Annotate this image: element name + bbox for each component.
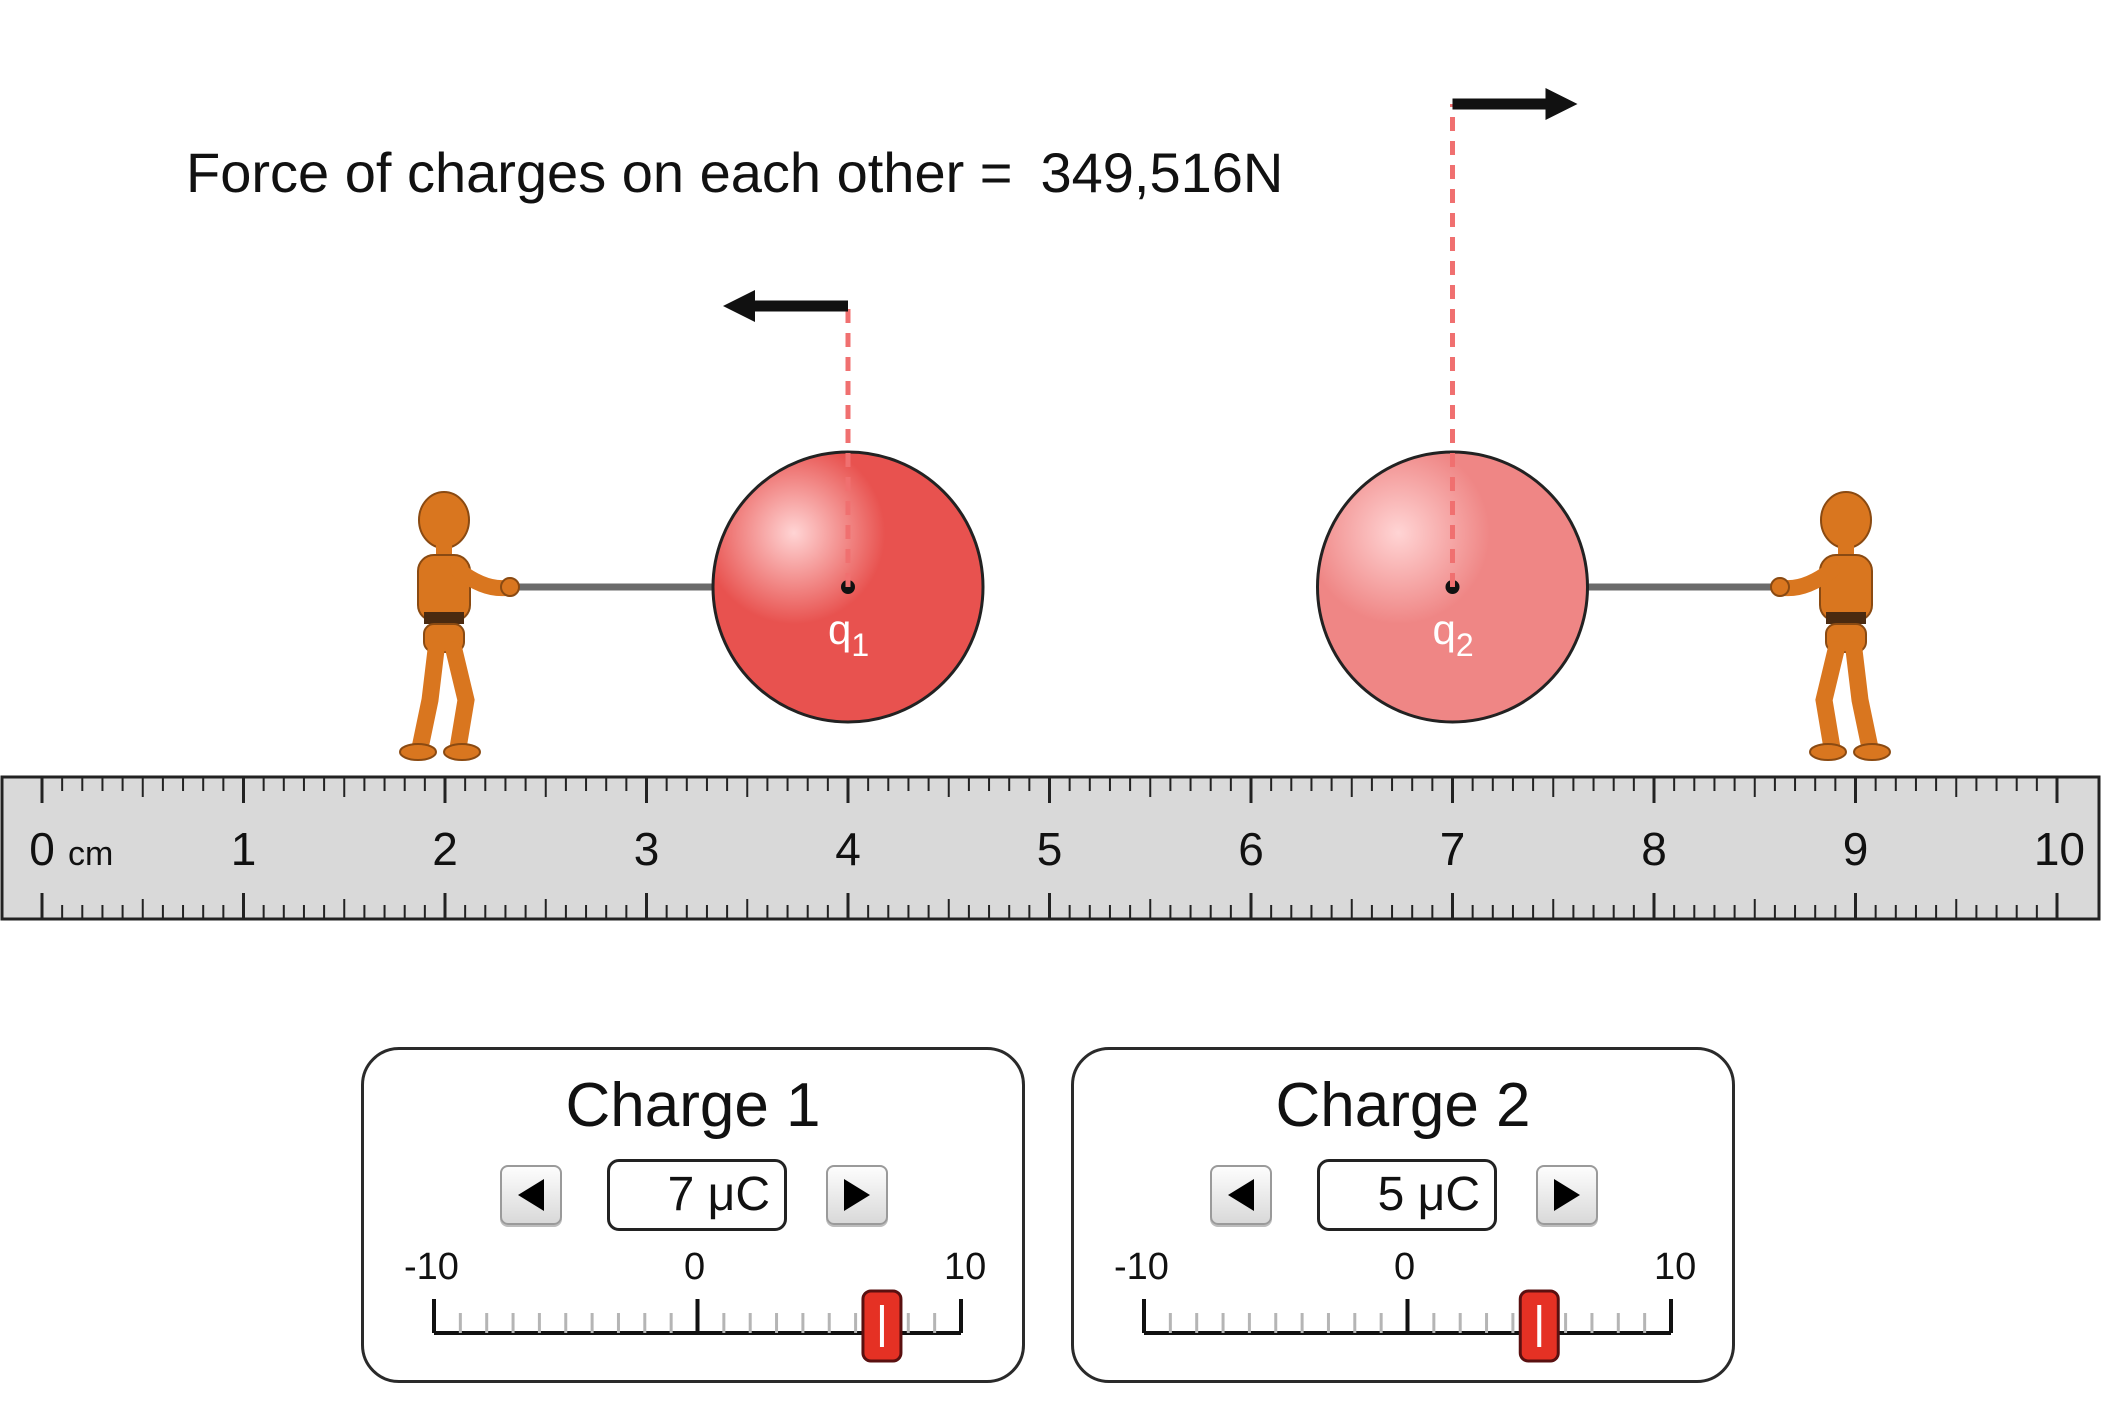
ruler-tick-label: 6 (1238, 823, 1264, 875)
charge-2-slider-mid-label: 0 (1394, 1246, 1416, 1288)
charge-1-panel: Charge 1 7 μC -10 0 10 (361, 1047, 1025, 1383)
charge-1-title: Charge 1 (565, 1071, 821, 1140)
ruler-tick-label: 5 (1037, 823, 1063, 875)
charge-1-value: 7 μC (607, 1159, 787, 1231)
ruler-tick-label: 7 (1440, 823, 1466, 875)
force-arrow-head (723, 290, 755, 322)
figure-neck (436, 543, 452, 557)
charge-2-slider-min-label: -10 (1114, 1246, 1169, 1288)
figure-back-foot (1853, 743, 1891, 761)
charge-1-increment-button[interactable] (826, 1165, 888, 1225)
ruler-unit-label: cm (68, 835, 113, 873)
ruler-tick-label: 1 (231, 823, 257, 875)
left-triangle-icon (1228, 1179, 1254, 1211)
charge-2-label: q2 (1433, 606, 1474, 663)
charge-1-slider[interactable] (364, 1050, 1028, 1386)
force-vector-charge-1 (723, 290, 851, 587)
ruler-tick-label: 3 (634, 823, 660, 875)
figure-front-leg (1815, 641, 1845, 757)
figure-back-foot (399, 743, 437, 761)
ruler-tick-label: 4 (835, 823, 861, 875)
ruler: 0 1 2 3 4 5 6 7 8 9 10 cm (0, 775, 2101, 921)
figure-hand (1770, 577, 1790, 597)
right-triangle-icon (844, 1179, 870, 1211)
force-readout: Force of charges on each other = 349,516N (186, 140, 1283, 205)
charge-1-label: q1 (828, 606, 869, 663)
force-label: Force of charges on each other = (186, 141, 1013, 204)
ruler-tick-label: 2 (432, 823, 458, 875)
charge-2-increment-button[interactable] (1536, 1165, 1598, 1225)
figure-front-foot (1809, 743, 1847, 761)
charge-2-slider-max-label: 10 (1654, 1246, 1697, 1288)
figure-left (399, 491, 520, 761)
charge-1-slider-min-label: -10 (404, 1246, 459, 1288)
charge-1-slider-max-label: 10 (944, 1246, 987, 1288)
figure-belt (1826, 612, 1866, 624)
charge-1-slider-mid-label: 0 (684, 1246, 706, 1288)
charge-2-slider[interactable] (1074, 1050, 1738, 1386)
left-triangle-icon (518, 1179, 544, 1211)
force-vector-charge-2 (1450, 88, 1578, 587)
charge-2-value: 5 μC (1317, 1159, 1497, 1231)
force-arrow-head (1545, 88, 1578, 120)
charge-2-title: Charge 2 (1275, 1071, 1531, 1140)
figure-neck (1838, 543, 1854, 557)
figure-head (1820, 491, 1872, 549)
figure-belt (424, 612, 464, 624)
figure-head (418, 491, 470, 549)
figure-hand (500, 577, 520, 597)
figure-front-leg (445, 641, 475, 757)
figure-right (1770, 491, 1891, 761)
charge-1-decrement-button[interactable] (500, 1165, 562, 1225)
force-value: 349,516N (1040, 141, 1284, 204)
figure-back-leg (1845, 641, 1879, 757)
ruler-tick-label: 0 (29, 823, 55, 875)
figure-front-foot (443, 743, 481, 761)
ruler-tick-label: 9 (1843, 823, 1869, 875)
charge-2-panel: Charge 2 5 μC -10 0 10 (1071, 1047, 1735, 1383)
right-triangle-icon (1554, 1179, 1580, 1211)
ruler-tick-label: 10 (2034, 823, 2085, 875)
ruler-tick-label: 8 (1641, 823, 1667, 875)
figure-back-leg (411, 641, 445, 757)
charge-2-decrement-button[interactable] (1210, 1165, 1272, 1225)
